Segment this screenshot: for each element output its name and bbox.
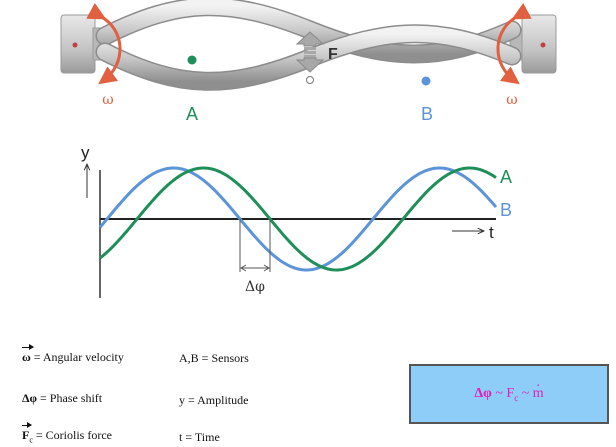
sensor-b-dot <box>421 76 431 86</box>
formula-sub-c: c <box>514 392 519 403</box>
tube-center-point <box>306 76 314 84</box>
legend-angular-velocity: ω = Angular velocity <box>22 344 124 365</box>
phase-shift-marker <box>239 219 271 272</box>
phase-shift-label: Δφ <box>245 279 265 295</box>
phase-text: = Phase shift <box>37 391 103 405</box>
sine-curve-b <box>98 166 498 272</box>
t-axis-label: t <box>489 223 494 242</box>
formula-mass-flow: m <box>533 386 544 401</box>
formula-box: Δφ ~ Fc ~ m <box>409 364 609 424</box>
force-text: = Coriolis force <box>32 428 112 442</box>
force-symbol: F <box>22 422 33 442</box>
formula-sim-force: ~ F <box>491 385 515 401</box>
formula: Δφ ~ Fc ~ m <box>474 386 543 403</box>
force-label: F <box>328 46 338 63</box>
sensor-b-label: B <box>421 104 433 124</box>
legend-time: t = Time <box>179 430 220 444</box>
omega-right-label: ω <box>506 92 517 108</box>
force-arrow-icon <box>295 31 325 73</box>
y-axis-label: y <box>81 143 90 162</box>
curve-b-label: B <box>500 200 512 220</box>
legend-coriolis-force: Fc = Coriolis force <box>22 422 112 445</box>
curve-a-label: A <box>500 167 512 187</box>
force-sub: c <box>29 435 33 445</box>
sine-curve-a <box>99 166 497 272</box>
legend-phase-shift: Δφ = Phase shift <box>22 391 102 406</box>
legend-amplitude: y = Amplitude <box>179 393 249 407</box>
omega-text: = Angular velocity <box>30 350 124 364</box>
formula-sim-mass: ~ <box>518 385 533 401</box>
phase-symbol: Δφ <box>22 391 38 405</box>
omega-symbol: ω <box>22 344 34 364</box>
formula-delta-phi: Δφ <box>474 385 492 401</box>
rotation-arrow-left-icon <box>86 2 122 85</box>
sensor-a-label: A <box>186 104 198 124</box>
omega-left-label: ω <box>102 92 113 108</box>
rotation-arrow-right-icon <box>496 2 532 85</box>
legend-sensors: A,B = Sensors <box>179 351 249 365</box>
sensor-a-dot <box>187 55 197 65</box>
